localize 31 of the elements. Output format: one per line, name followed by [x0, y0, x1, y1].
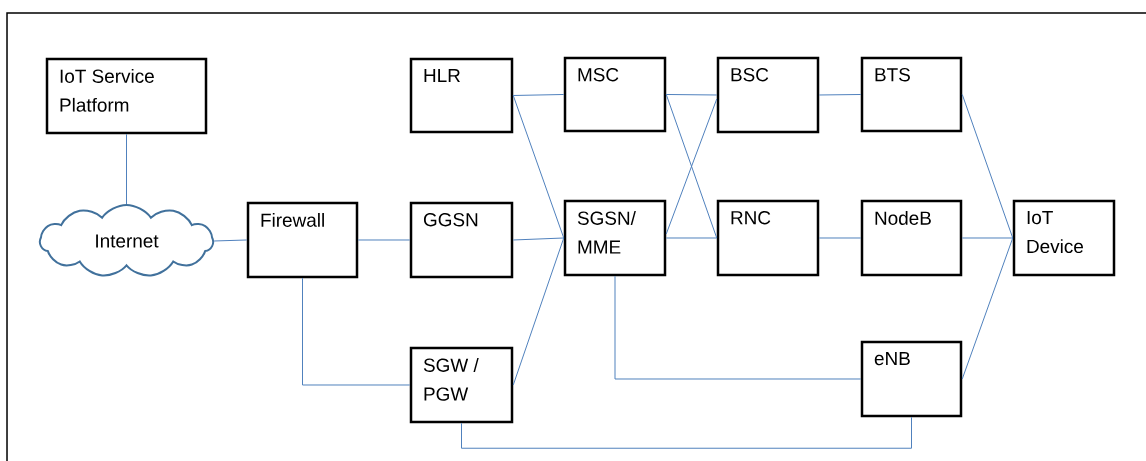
connector-line: [818, 237, 862, 239]
process-box: BSC: [716, 56, 820, 134]
process-box: SGW / PGW: [409, 346, 514, 424]
connector-line: [665, 237, 718, 239]
process-box: HLR: [409, 57, 514, 134]
connector-line: [961, 94, 1014, 239]
connector-line: [818, 94, 862, 96]
process-box: NodeB: [860, 199, 963, 277]
connector-line: [461, 416, 912, 449]
process-box: GGSN: [409, 201, 514, 279]
connector-line: [665, 94, 718, 96]
process-box: MSC: [563, 56, 667, 133]
connector-line: [357, 239, 411, 241]
connector-line: [961, 237, 1014, 380]
process-box: eNB: [860, 340, 963, 418]
process-box: BTS: [860, 56, 963, 133]
process-box: Firewall: [246, 201, 359, 279]
process-box: IoT Device: [1012, 199, 1116, 277]
connector-line: [213, 239, 248, 242]
connector-line: [126, 133, 127, 205]
connector-line: [512, 237, 565, 386]
connector-line: [961, 237, 1014, 239]
connector-line: [614, 275, 862, 380]
connector-line: [512, 95, 565, 239]
process-box: SGSN/ MME: [563, 199, 667, 277]
connector-line: [302, 277, 411, 386]
process-box: RNC: [716, 199, 820, 277]
process-box: IoT Service Platform: [45, 57, 208, 135]
connector-line: [512, 237, 565, 241]
cloud: Internet: [39, 204, 214, 277]
connector-line: [512, 94, 565, 96]
